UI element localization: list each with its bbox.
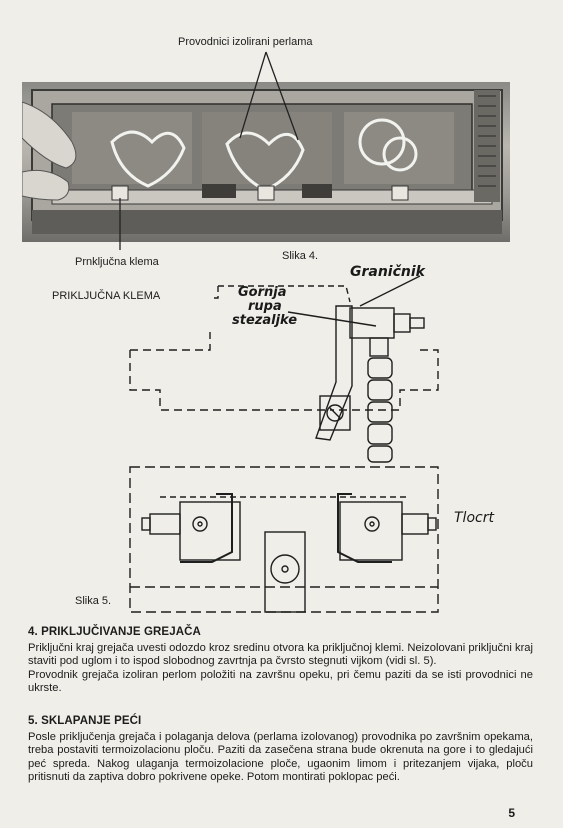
section-4: 4. PRIKLJUČIVANJE GREJAČA Priključni kra… (28, 626, 533, 696)
label-gornja: Gornja (238, 285, 287, 300)
label-tlocrt: Tlocrt (454, 510, 494, 526)
section-5-heading: 5. SKLAPANJE PEĆI (28, 715, 142, 727)
page-number: 5 (508, 806, 515, 820)
section-4-paragraph-1: Priključni kraj grejača uvesti odozdo kr… (28, 641, 533, 668)
section-5-paragraph-1: Posle priključenja grejača i polaganja d… (28, 730, 533, 784)
figure4-caption: Slika 4. (282, 250, 319, 262)
figure4-top-label: Provodnici izolirani perlama (178, 36, 313, 48)
figure5-title: PRIKLJUČNA KLEMA (52, 290, 161, 302)
figure4-photo (22, 82, 510, 242)
label-rupa: rupa (248, 299, 282, 314)
section-4-paragraph-2: Provodnik grejača izoliran perlom položi… (28, 668, 533, 695)
section-5: 5. SKLAPANJE PEĆI Posle priključenja gre… (28, 715, 533, 785)
figure5-caption: Slika 5. (75, 595, 112, 607)
figure5-drawing (120, 262, 460, 617)
label-granicnik: Graničnik (350, 264, 425, 280)
section-4-heading: 4. PRIKLJUČIVANJE GREJAČA (28, 626, 201, 638)
figure4-bottom-label: Prnključna klema (75, 256, 159, 268)
label-stezaljke: stezaljke (232, 313, 298, 328)
